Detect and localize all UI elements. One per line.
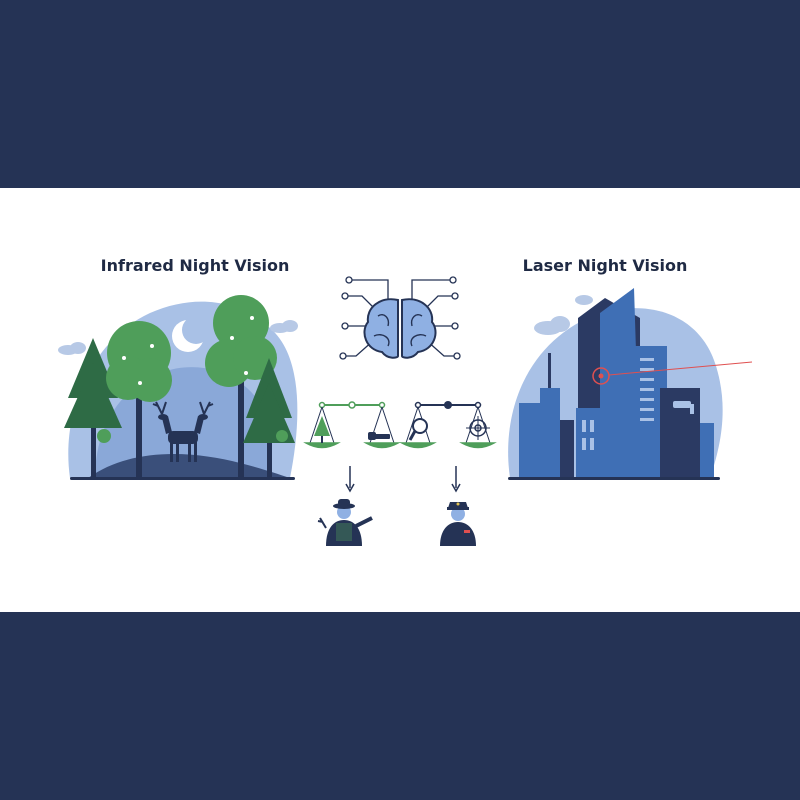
cloud-icon	[575, 295, 593, 305]
deer-icon	[152, 401, 214, 462]
cloud-icon	[58, 342, 86, 355]
police-officer-icon	[440, 502, 476, 546]
tree-icon	[106, 321, 172, 478]
laser-target-icon	[592, 361, 753, 385]
cctv-camera-icon	[673, 401, 694, 414]
forest-deer-night-icon	[58, 295, 298, 480]
tree-icon	[205, 295, 277, 478]
tree-icon	[64, 338, 122, 478]
illustration-panel: Infrared Night Vision Laser Night Vision	[0, 188, 800, 612]
brain-circuit-icon	[339, 276, 461, 360]
top-band	[0, 0, 800, 188]
laser-night-vision-title: Laser Night Vision	[522, 256, 688, 275]
tree-icon	[314, 416, 330, 443]
arrow-down-icon	[451, 466, 461, 493]
illustration-svg	[58, 276, 753, 546]
moon-icon	[172, 316, 210, 352]
infrared-night-vision-title: Infrared Night Vision	[100, 256, 290, 275]
cloud-icon	[270, 320, 298, 333]
balance-scale-tree-gun-icon	[303, 401, 401, 449]
cloud-icon	[534, 316, 570, 335]
tree-icon	[243, 358, 295, 478]
city-skyline-laser-icon	[508, 288, 753, 480]
balance-scale-search-target-icon	[399, 401, 497, 449]
hunter-icon	[317, 499, 373, 546]
arrow-down-icon	[345, 466, 355, 493]
target-icon	[466, 416, 490, 440]
bottom-band	[0, 612, 800, 800]
rifle-icon	[368, 432, 390, 440]
magnifier-icon	[408, 418, 428, 441]
